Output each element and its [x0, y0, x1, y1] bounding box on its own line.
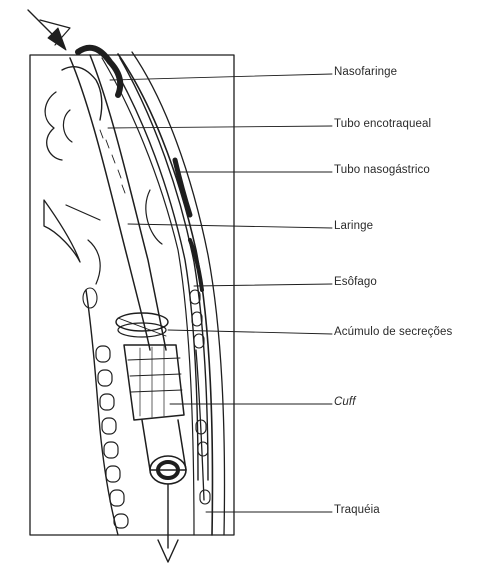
leader-esofago [194, 284, 332, 286]
label-tubo-nasogastrico: Tubo nasogástrico [334, 164, 430, 176]
label-nasofaringe: Nasofaringe [334, 66, 397, 78]
airflow-out-arrow [158, 484, 178, 562]
label-esofago: Esôfago [334, 276, 377, 288]
airflow-in-arrow [28, 10, 70, 50]
label-acumulo-secrecoes: Acúmulo de secreções [334, 326, 452, 338]
label-laringe: Laringe [334, 220, 373, 232]
label-cuff: Cuff [334, 396, 356, 408]
nasopharynx-wall [45, 48, 120, 160]
label-traqueia: Traquéia [334, 504, 380, 516]
tube-tip [142, 420, 186, 484]
leader-laringe [128, 224, 332, 228]
leader-nasofaringe [110, 74, 332, 80]
larynx [44, 190, 162, 308]
endotracheal-tube [70, 55, 166, 350]
trachea-wall-left [86, 290, 118, 535]
nasogastric-tube [110, 58, 208, 480]
cuff [124, 345, 184, 420]
leader-tubo-endotraqueal [108, 126, 332, 128]
label-tubo-endotraqueal: Tubo encotraqueal [334, 118, 431, 130]
